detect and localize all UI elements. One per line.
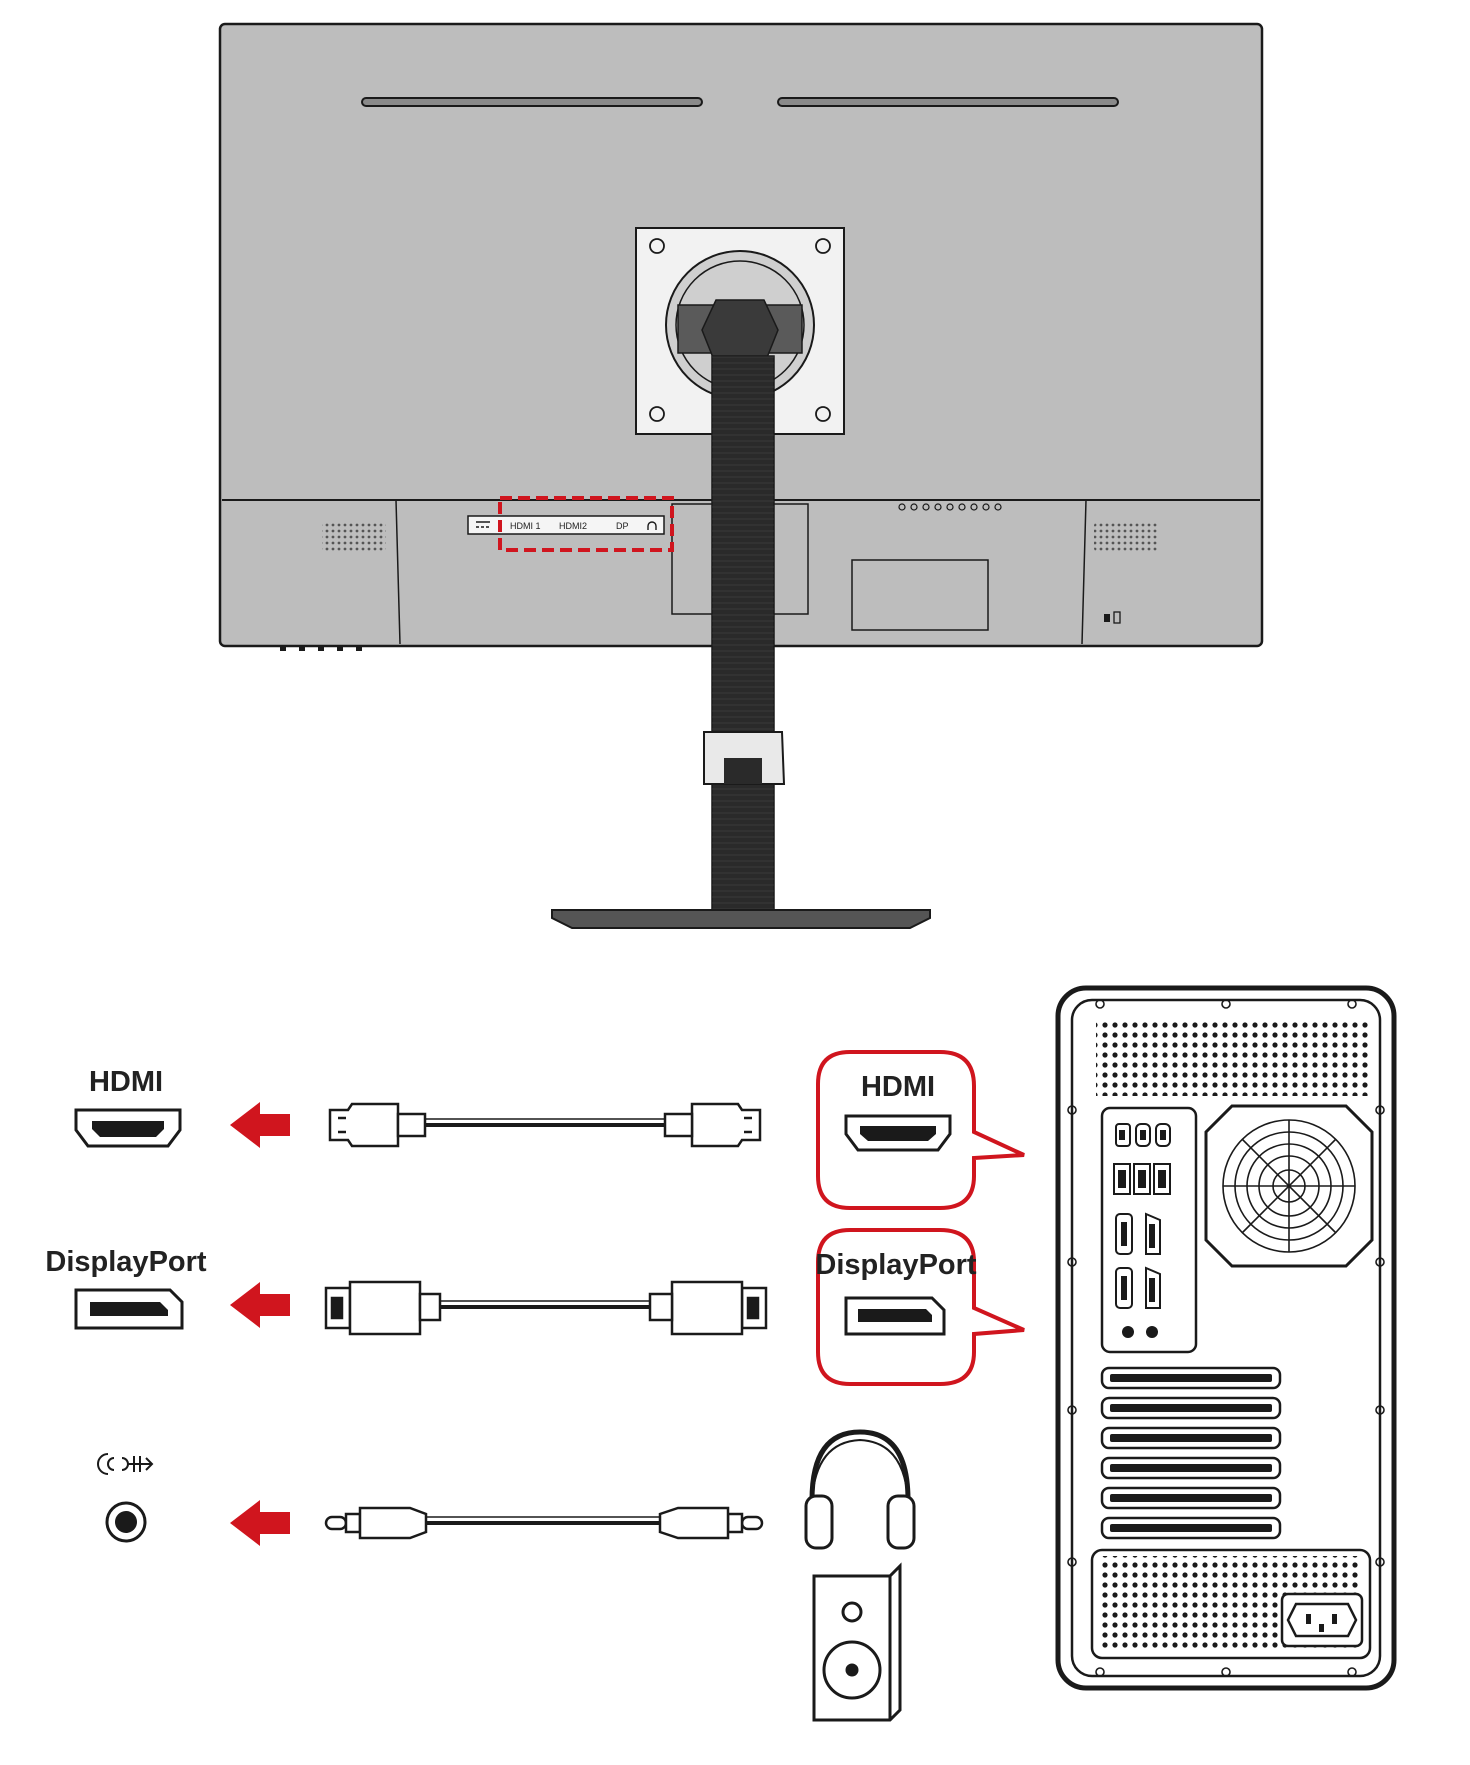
- hdmi-callout-text: HDMI: [861, 1071, 935, 1103]
- port-highlight-box: [498, 496, 674, 552]
- displayport-port-label: DisplayPort: [45, 1246, 206, 1278]
- port-label-dp: DP: [616, 521, 629, 531]
- hdmi-callout: DisplayPort HDMI: [816, 1050, 1025, 1210]
- displayport-callout: DisplayPort: [815, 1228, 1025, 1386]
- port-headphone-icon: [647, 521, 657, 530]
- headphones-icon: [804, 1429, 916, 1550]
- audio-3.5mm-cable: [324, 1506, 764, 1540]
- port-label-hdmi1: HDMI 1: [510, 521, 541, 531]
- displayport-arrow-icon: [230, 1282, 290, 1328]
- monitor-rear-view: HDMI 1 HDMI2 DP: [218, 22, 1264, 929]
- hdmi-monitor-port: HDMI: [74, 1066, 182, 1148]
- monitor-port-strip: [467, 515, 665, 535]
- audio-arrow-icon: [230, 1500, 290, 1546]
- speaker-icon: [812, 1562, 902, 1722]
- audio-monitor-port: [97, 1453, 154, 1543]
- port-label-hdmi2: HDMI2: [559, 521, 587, 531]
- displayport-callout-text: DisplayPort: [815, 1249, 976, 1281]
- hdmi-port-label: HDMI: [89, 1066, 163, 1098]
- audio-out-icon: [97, 1453, 154, 1475]
- pc-tower-rear: [1055, 985, 1397, 1691]
- hdmi-cable: [328, 1102, 762, 1148]
- displayport-monitor-port: DisplayPort: [45, 1246, 207, 1330]
- displayport-cable: [324, 1280, 768, 1336]
- hdmi-arrow-icon: [230, 1102, 290, 1148]
